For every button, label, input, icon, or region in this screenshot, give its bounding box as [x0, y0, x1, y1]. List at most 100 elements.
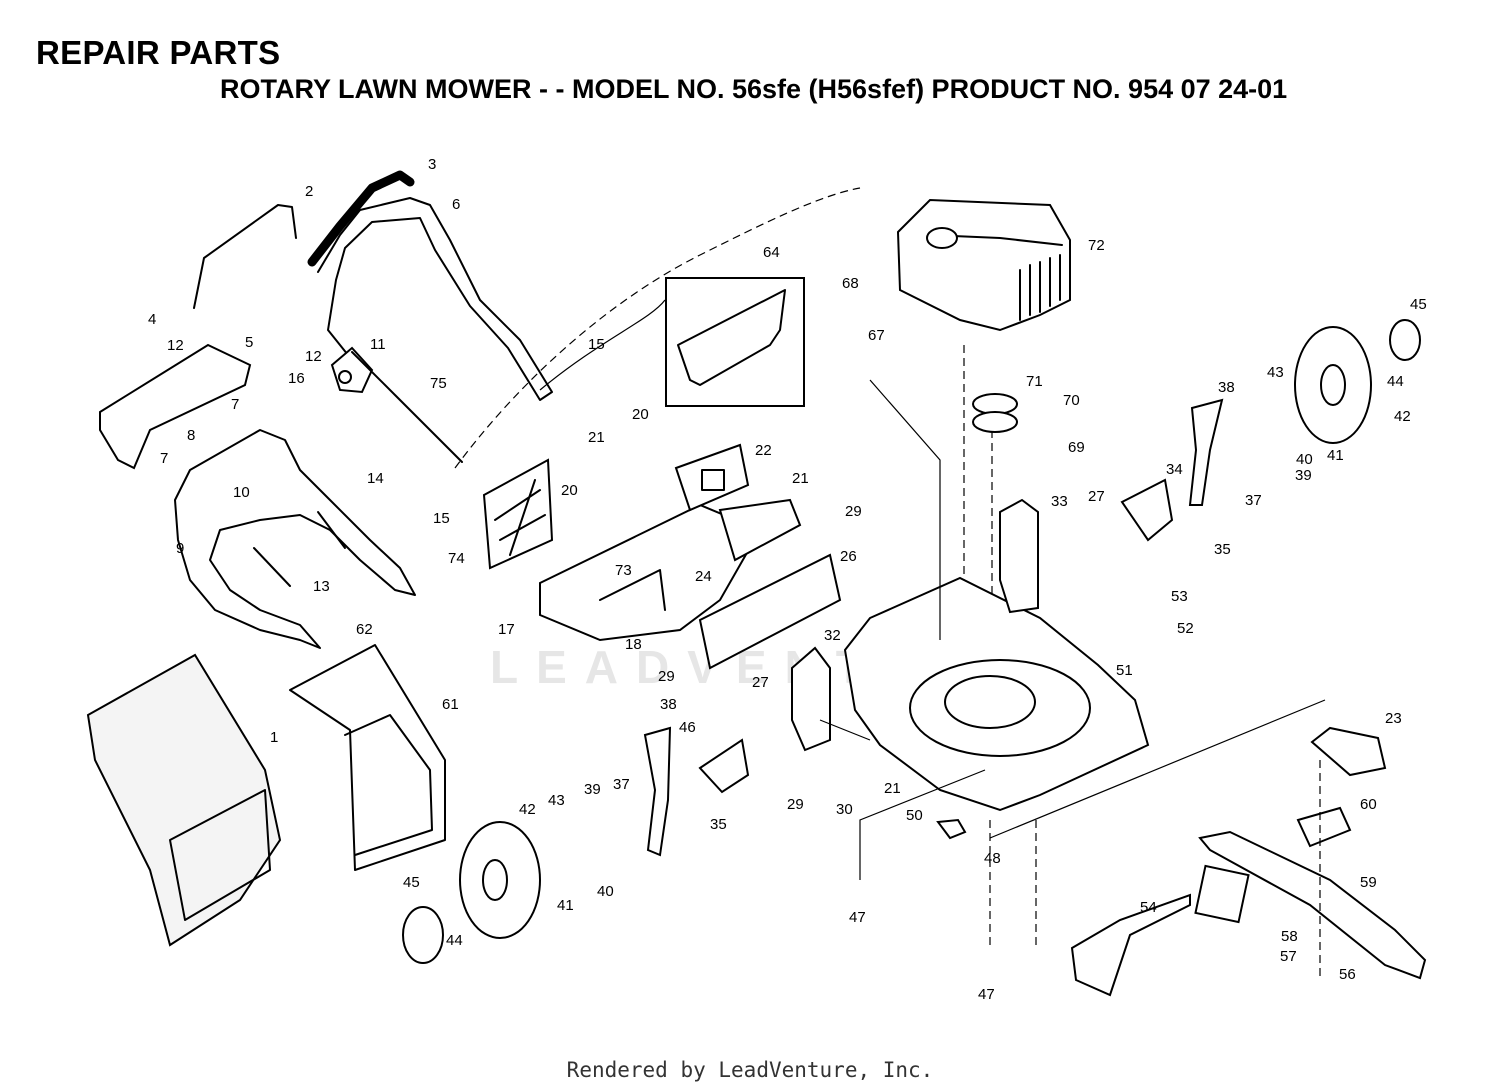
part-callout-7: 7 [160, 450, 169, 467]
part-callout-21: 21 [588, 429, 605, 446]
part-callout-20: 20 [561, 482, 578, 499]
axle-bracket-part-32 [791, 646, 831, 752]
wheel-part-42-rear [1294, 326, 1372, 444]
part-callout-32: 32 [824, 627, 841, 644]
part-callout-67: 67 [868, 327, 885, 344]
control-cable [454, 187, 861, 469]
part-callout-17: 17 [498, 621, 515, 638]
part-callout-44: 44 [446, 932, 463, 949]
part-callout-50: 50 [906, 807, 923, 824]
part-callout-47: 47 [849, 909, 866, 926]
part-callout-53: 53 [1171, 588, 1188, 605]
wheel-part-42-front [459, 821, 541, 939]
page-title: REPAIR PARTS [36, 34, 281, 71]
part-callout-59: 59 [1360, 874, 1377, 891]
part-callout-15: 15 [433, 510, 450, 527]
part-callout-40: 40 [597, 883, 614, 900]
bag-frame-cover-part-5 [99, 343, 252, 470]
part-callout-3: 3 [428, 156, 437, 173]
part-callout-47: 47 [978, 986, 995, 1003]
part-callout-5: 5 [245, 334, 254, 351]
part-callout-1: 1 [270, 729, 279, 746]
part-callout-73: 73 [615, 562, 632, 579]
part-callout-42: 42 [1394, 408, 1411, 425]
deflector-part-26 [698, 553, 842, 670]
rear-door-box-part-64 [665, 277, 805, 407]
footer-credit: Rendered by LeadVenture, Inc. [566, 1058, 934, 1082]
part-callout-30: 30 [836, 801, 853, 818]
label-part-74 [482, 458, 554, 570]
baffle-part-54 [1070, 893, 1191, 997]
part-callout-34: 34 [1166, 461, 1183, 478]
bracket-part-22 [674, 443, 750, 512]
part-callout-8: 8 [187, 427, 196, 444]
mower-deck-part-51 [843, 576, 1150, 812]
engine-part-72 [896, 198, 1071, 332]
axle-bracket-part-33 [999, 498, 1039, 614]
part-callout-42: 42 [519, 801, 536, 818]
part-callout-35: 35 [710, 816, 727, 833]
part-callout-6: 6 [452, 196, 461, 213]
part-callout-35: 35 [1214, 541, 1231, 558]
part-callout-56: 56 [1339, 966, 1356, 983]
part-callout-21: 21 [884, 780, 901, 797]
handle-grip-part-3 [307, 170, 415, 267]
part-callout-16: 16 [288, 370, 305, 387]
part-callout-72: 72 [1088, 237, 1105, 254]
part-callout-48: 48 [984, 850, 1001, 867]
part-callout-13: 13 [313, 578, 330, 595]
bag-frame-part-61 [289, 644, 446, 871]
part-callout-69: 69 [1068, 439, 1085, 456]
part-callout-61: 61 [442, 696, 459, 713]
part-callout-46: 46 [679, 719, 696, 736]
part-callout-27: 27 [752, 674, 769, 691]
part-callout-40: 40 [1296, 451, 1313, 468]
blade-adapter-part-23 [1310, 726, 1387, 777]
part-callout-33: 33 [1051, 493, 1068, 510]
blade-adapter-part-60 [1296, 806, 1352, 848]
part-callout-51: 51 [1116, 662, 1133, 679]
bail-wire-part-2 [193, 204, 297, 309]
upper-handle-part-6 [317, 197, 553, 401]
part-callout-21: 21 [792, 470, 809, 487]
part-callout-64: 64 [763, 244, 780, 261]
part-callout-18: 18 [625, 636, 642, 653]
part-callout-37: 37 [613, 776, 630, 793]
part-callout-15: 15 [588, 336, 605, 353]
part-callout-57: 57 [1280, 948, 1297, 965]
part-callout-11: 11 [370, 336, 386, 353]
part-callout-12: 12 [305, 348, 322, 365]
part-callout-43: 43 [548, 792, 565, 809]
shield-part-50 [936, 818, 967, 840]
part-callout-58: 58 [1281, 928, 1298, 945]
hub-cap-part-45-front [402, 906, 444, 964]
part-callout-74: 74 [448, 550, 465, 567]
part-callout-7: 7 [231, 396, 240, 413]
part-callout-39: 39 [1295, 467, 1312, 484]
part-callout-68: 68 [842, 275, 859, 292]
part-callout-45: 45 [403, 874, 420, 891]
height-adjuster-part-34 [1120, 478, 1174, 542]
part-callout-14: 14 [367, 470, 384, 487]
part-callout-27: 27 [1088, 488, 1105, 505]
lower-handle-part-9 [174, 429, 416, 649]
lever-part-38-front [643, 726, 672, 857]
part-callout-43: 43 [1267, 364, 1284, 381]
part-callout-62: 62 [356, 621, 373, 638]
hub-cap-part-45-rear [1389, 319, 1421, 361]
part-callout-41: 41 [1327, 447, 1344, 464]
part-callout-29: 29 [787, 796, 804, 813]
part-callout-45: 45 [1410, 296, 1427, 313]
part-callout-71: 71 [1026, 373, 1043, 390]
part-callout-75: 75 [430, 375, 447, 392]
part-callout-24: 24 [695, 568, 712, 585]
part-callout-2: 2 [305, 183, 314, 200]
part-callout-29: 29 [845, 503, 862, 520]
blade-part-59 [1198, 830, 1427, 980]
part-callout-70: 70 [1063, 392, 1080, 409]
part-callout-29: 29 [658, 668, 675, 685]
part-callout-9: 9 [176, 540, 185, 557]
part-callout-4: 4 [148, 311, 157, 328]
part-callout-38: 38 [660, 696, 677, 713]
